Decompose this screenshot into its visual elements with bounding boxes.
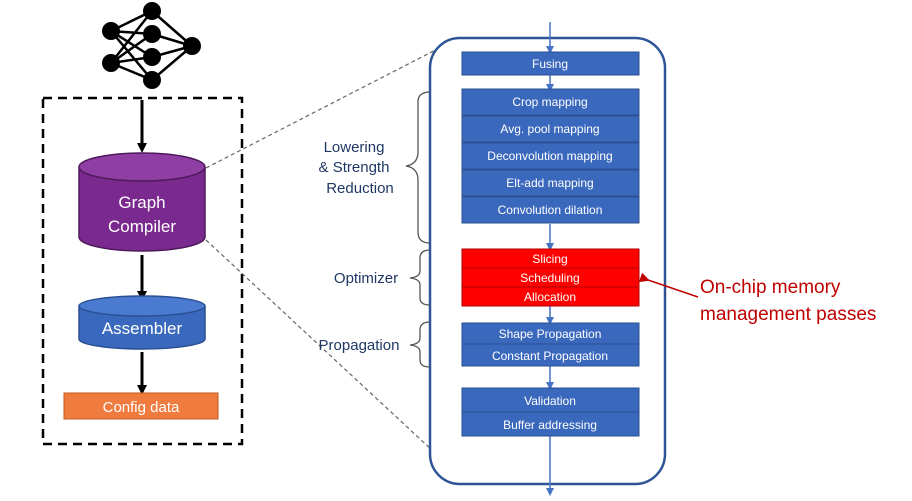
config-data-box [63, 392, 219, 420]
neural-network-icon [102, 2, 201, 89]
pass-elt-add-mapping: Elt-add mapping [461, 169, 640, 197]
pass-shape-propagation-label: Shape Propagation [499, 327, 602, 341]
pass-buffer-addressing: Buffer addressing [461, 411, 640, 437]
graph-compiler-cylinder: Graph Compiler [78, 152, 206, 252]
pass-validation: Validation [461, 387, 640, 413]
pass-convolution-dilation-label: Convolution dilation [498, 203, 603, 217]
annotation-arrow [638, 272, 699, 298]
pass-allocation-label: Allocation [524, 290, 576, 304]
pass-fusing-label: Fusing [532, 57, 568, 71]
graph-compiler-label-1: Graph [118, 193, 165, 212]
pass-shape-propagation: Shape Propagation [461, 322, 640, 345]
pass-avg-pool-mapping-label: Avg. pool mapping [500, 122, 599, 136]
pass-validation-label: Validation [524, 394, 576, 408]
pass-scheduling-label: Scheduling [520, 271, 579, 285]
annotation-label-2: management passes [700, 304, 876, 325]
brace-optimizer [409, 249, 431, 306]
pass-scheduling: Scheduling [461, 267, 640, 288]
assembler-label: Assembler [102, 319, 183, 338]
assembler-cylinder: Assembler [78, 295, 206, 350]
brace-propagation [409, 321, 431, 368]
pass-avg-pool-mapping: Avg. pool mapping [461, 115, 640, 143]
group-lowering-label-3: Reduction [326, 180, 394, 197]
group-optimizer-label: Optimizer [334, 270, 398, 287]
zoom-line-bottom [205, 239, 449, 466]
compiler-boundary [41, 96, 244, 446]
pass-constant-propagation: Constant Propagation [461, 343, 640, 367]
pass-slicing: Slicing [461, 248, 640, 269]
brace-lowering [405, 91, 431, 244]
pass-convolution-dilation: Convolution dilation [461, 196, 640, 224]
pass-slicing-label: Slicing [532, 252, 567, 266]
zoom-line-top [205, 39, 456, 169]
annotation-label-1: On-chip memory [700, 277, 841, 298]
pass-constant-propagation-label: Constant Propagation [492, 349, 608, 363]
group-propagation-label: Propagation [319, 337, 400, 354]
pass-crop-mapping-label: Crop mapping [512, 95, 587, 109]
graph-compiler-label-2: Compiler [108, 217, 176, 236]
group-lowering-label-1: Lowering [324, 139, 385, 156]
config-data-label: Config data [103, 399, 180, 416]
pass-allocation: Allocation [461, 286, 640, 307]
pass-crop-mapping: Crop mapping [461, 88, 640, 116]
group-lowering-label-2: & Strength [319, 159, 390, 176]
pass-elt-add-mapping-label: Elt-add mapping [506, 176, 593, 190]
pass-fusing: Fusing [461, 51, 640, 76]
pass-buffer-addressing-label: Buffer addressing [503, 418, 597, 432]
pass-deconvolution-mapping: Deconvolution mapping [461, 142, 640, 170]
pass-deconvolution-mapping-label: Deconvolution mapping [487, 149, 612, 163]
